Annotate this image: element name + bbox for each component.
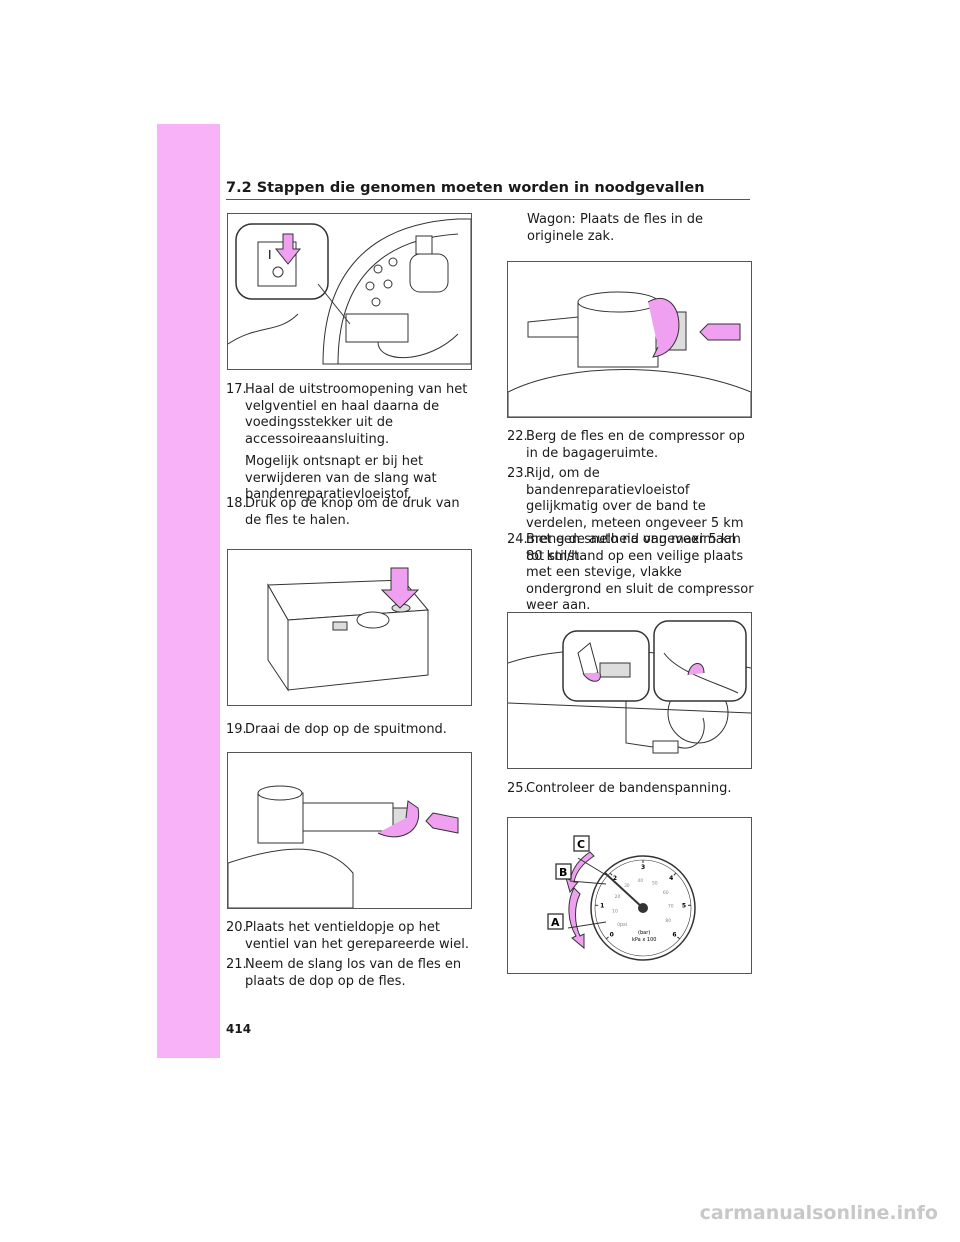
step-text: Druk op de knop om de druk van de fles t… bbox=[245, 496, 460, 528]
figure-reconnect-compressor bbox=[507, 612, 752, 769]
gauge-psi-tick-label: 40 bbox=[638, 878, 644, 884]
figure-bottle-cap bbox=[507, 261, 752, 418]
figure-compressor-switch: I bbox=[227, 213, 472, 370]
step-text: Plaats het ventieldopje op het ventiel v… bbox=[245, 920, 469, 952]
step-number: 17. bbox=[226, 382, 247, 397]
step-17: 17. Haal de uitstroomopening van het vel… bbox=[226, 382, 476, 510]
step-number: 23. bbox=[507, 466, 528, 481]
right-margin bbox=[752, 124, 960, 1058]
figure-pressure-release-button bbox=[227, 549, 472, 706]
gauge-unit-bar: (bar) bbox=[638, 930, 650, 936]
gauge-unit-kpa: kPa x 100 bbox=[632, 937, 656, 943]
step-19: 19. Draai de dop op de spuitmond. bbox=[226, 722, 476, 745]
step-number: 18. bbox=[226, 496, 247, 511]
step-25: 25. Controleer de bandenspanning. bbox=[507, 781, 755, 804]
figure-nozzle-cap bbox=[227, 752, 472, 909]
step-text: Controleer de bandenspanning. bbox=[526, 781, 732, 796]
gauge-bar-tick-label: 1 bbox=[600, 903, 604, 910]
step-20: 20. Plaats het ventieldopje op het venti… bbox=[226, 920, 476, 959]
step-22: 22. Berg de fles en de compressor op in … bbox=[507, 429, 755, 468]
gauge-psi-tick-label: 20 bbox=[615, 894, 621, 900]
section-header: 7.2 Stappen die genomen moeten worden in… bbox=[226, 180, 705, 196]
step-text: Neem de slang los van de fles en plaats … bbox=[245, 957, 462, 989]
gauge-bar-tick-label: 4 bbox=[669, 875, 673, 882]
watermark: carmanualsonline.info bbox=[699, 1202, 938, 1224]
step-18: 18. Druk op de knop om de druk van de fl… bbox=[226, 496, 476, 535]
step-text: Haal de uitstroomopening van het velgven… bbox=[245, 382, 468, 447]
gauge-tick-mark bbox=[609, 872, 613, 876]
step-text: Draai de dop op de spuitmond. bbox=[245, 722, 447, 737]
step-21: 21. Neem de slang los van de fles en pla… bbox=[226, 957, 476, 996]
gauge-tick-mark bbox=[673, 872, 677, 876]
gauge-unit-psi: psi bbox=[620, 922, 627, 928]
header-rule bbox=[226, 199, 750, 200]
gauge-label-c: C bbox=[577, 838, 585, 851]
step-number: 20. bbox=[226, 920, 247, 935]
gauge-psi-tick-label: 60 bbox=[663, 890, 669, 896]
gauge-label-a: A bbox=[551, 916, 560, 929]
gauge-psi-tick-label: 10 bbox=[612, 908, 618, 914]
wagon-note: Wagon: Plaats de fles in de originele za… bbox=[527, 212, 704, 244]
step-23: 23. Rijd, om de bandenreparatievloeistof… bbox=[507, 466, 755, 571]
step-number: 21. bbox=[226, 957, 247, 972]
gauge-bar-tick-label: 6 bbox=[672, 931, 676, 938]
gauge-bar-tick-label: 5 bbox=[682, 903, 686, 910]
step-24: 24. Breng de auto na ongeveer 5 km tot s… bbox=[507, 532, 755, 621]
step-number: 19. bbox=[226, 722, 247, 737]
gauge-psi-tick-label: 0 bbox=[617, 922, 620, 928]
page-number: 414 bbox=[226, 1022, 252, 1036]
gauge-bar-tick-label: 2 bbox=[613, 875, 617, 882]
gauge-tick-mark bbox=[605, 936, 609, 940]
gauge-psi-tick-label: 30 bbox=[624, 883, 630, 889]
step-text: Breng de auto na ongeveer 5 km tot stils… bbox=[526, 532, 754, 613]
gauge-psi-tick-label: 70 bbox=[668, 904, 674, 910]
step-number: 24. bbox=[507, 532, 528, 547]
gauge-tick-mark bbox=[677, 936, 681, 940]
step-number: 22. bbox=[507, 429, 528, 444]
svg-text:I: I bbox=[268, 248, 272, 262]
step-text: Rijd, om de bandenreparatievloeistof gel… bbox=[526, 466, 744, 564]
section-tab-sidebar bbox=[157, 124, 220, 1058]
gauge-bar-tick-label: 0 bbox=[610, 931, 614, 938]
step-text: Berg de fles en de compressor op in de b… bbox=[526, 429, 745, 461]
step-number: 25. bbox=[507, 781, 528, 796]
step-note: Mogelijk ontsnapt er bij het verwijderen… bbox=[245, 454, 437, 502]
gauge-bar-tick-label: 3 bbox=[641, 864, 645, 871]
gauge-psi-tick-label: 50 bbox=[652, 881, 658, 887]
gauge-label-b: B bbox=[559, 866, 567, 879]
gauge-psi-tick-label: 80 bbox=[665, 918, 671, 924]
